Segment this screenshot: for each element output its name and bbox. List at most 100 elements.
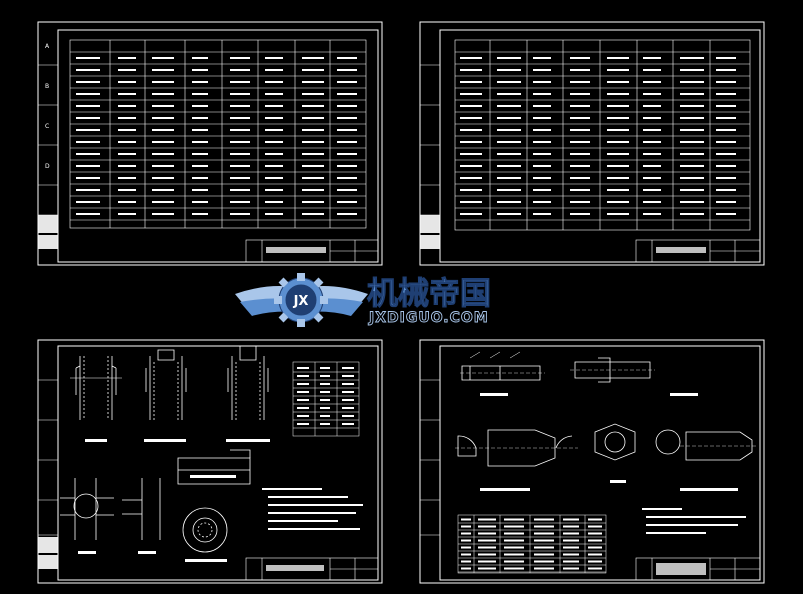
table-cell-mark [337, 213, 357, 215]
table-cell-mark [570, 93, 590, 95]
table-cell-mark [716, 201, 736, 203]
table-cell-mark [118, 177, 136, 179]
table-cell-mark [460, 189, 482, 191]
table-cell-mark [118, 129, 136, 131]
table-cell-mark [504, 532, 524, 535]
table-cell-mark [76, 93, 100, 95]
table-cell-mark [320, 399, 330, 401]
reducer-fitting [455, 429, 578, 491]
legend-table [69, 39, 367, 229]
table-cell-mark [265, 105, 283, 107]
table-cell-mark [302, 117, 324, 119]
table-cell-mark [460, 153, 482, 155]
table-cell-mark [76, 57, 100, 59]
table-cell-mark [302, 177, 324, 179]
table-cell-mark [461, 567, 471, 570]
table-cell-mark [152, 201, 174, 203]
table-cell-mark [118, 189, 136, 191]
table-cell-mark [497, 177, 521, 179]
table-cell-mark [265, 177, 283, 179]
table-cell-mark [570, 57, 590, 59]
sheet-bottom-left [37, 339, 383, 584]
sheet-bottom-right [419, 339, 765, 584]
table-cell-mark [302, 129, 324, 131]
table-cell-mark [563, 525, 579, 528]
table-cell-mark [607, 81, 629, 83]
table-cell-mark [497, 165, 521, 167]
ring-section [182, 507, 228, 562]
table-cell-mark [337, 69, 357, 71]
table-cell-mark [76, 201, 100, 203]
table-cell-mark [588, 518, 602, 521]
table-cell-mark [337, 117, 357, 119]
table-cell-mark [643, 69, 661, 71]
table-cell-mark [570, 153, 590, 155]
table-cell-mark [570, 117, 590, 119]
table-cell-mark [230, 153, 250, 155]
table-cell-mark [570, 141, 590, 143]
table-cell-mark [118, 69, 136, 71]
watermark: JX 机械帝国 JXDIGUO.COM [235, 273, 492, 327]
table-cell-mark [265, 69, 283, 71]
table-cell-mark [337, 81, 357, 83]
table-cell-mark [534, 560, 554, 563]
table-cell-mark [230, 201, 250, 203]
table-cell-mark [230, 69, 250, 71]
table-cell-mark [152, 129, 174, 131]
table-cell-mark [152, 57, 174, 59]
table-cell-mark [570, 129, 590, 131]
table-cell-mark [497, 189, 521, 191]
table-cell-mark [504, 553, 524, 556]
table-cell-mark [460, 93, 482, 95]
pipe-section-1 [70, 356, 122, 442]
table-cell-mark [460, 105, 482, 107]
table-cell-mark [192, 141, 208, 143]
table-cell-mark [265, 153, 283, 155]
table-cell-mark [152, 189, 174, 191]
table-cell-mark [230, 117, 250, 119]
table-cell-mark [192, 153, 208, 155]
table-cell-mark [118, 117, 136, 119]
table-cell-mark [504, 525, 524, 528]
table-cell-mark [460, 141, 482, 143]
table-cell-mark [76, 177, 100, 179]
table-cell-mark [320, 367, 330, 369]
table-cell-mark [297, 367, 309, 369]
table-cell-mark [643, 213, 661, 215]
table-cell-mark [478, 518, 496, 521]
table-cell-mark [118, 213, 136, 215]
table-cell-mark [297, 399, 309, 401]
table-cell-mark [588, 567, 602, 570]
table-cell-mark [716, 57, 736, 59]
table-cell-mark [643, 129, 661, 131]
table-cell-mark [680, 93, 704, 95]
pipe-section-2 [144, 349, 187, 442]
table-cell-mark [533, 57, 551, 59]
table-cell-mark [680, 201, 704, 203]
table-cell-mark [342, 391, 354, 393]
table-cell-mark [460, 69, 482, 71]
sheet-top-left: A B C D [37, 21, 383, 266]
table-cell-mark [533, 105, 551, 107]
table-cell-mark [230, 129, 250, 131]
table-cell-mark [497, 105, 521, 107]
table-cell-mark [570, 105, 590, 107]
table-cell-mark [302, 57, 324, 59]
table-cell-mark [680, 189, 704, 191]
table-cell-mark [152, 105, 174, 107]
table-cell-mark [118, 153, 136, 155]
table-cell-mark [152, 165, 174, 167]
table-cell-mark [478, 553, 496, 556]
gear-icon [274, 273, 328, 327]
table-cell-mark [118, 141, 136, 143]
union-fitting [655, 429, 758, 491]
table-cell-mark [533, 81, 551, 83]
table-cell-mark [716, 177, 736, 179]
table-cell-mark [230, 165, 250, 167]
border-marker-d: D [45, 163, 50, 170]
table-cell-mark [716, 141, 736, 143]
table-cell-mark [534, 553, 554, 556]
table-cell-mark [461, 525, 471, 528]
table-cell-mark [588, 546, 602, 549]
table-cell-mark [643, 57, 661, 59]
